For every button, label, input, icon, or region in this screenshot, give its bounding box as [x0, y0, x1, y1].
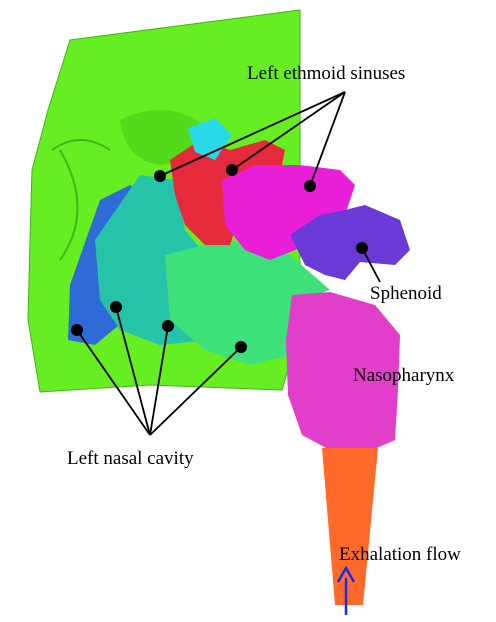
nasal-cavity-marker: [110, 301, 122, 313]
ethmoid-sinuses-label: Left ethmoid sinuses: [247, 64, 405, 83]
sphenoid-label: Sphenoid: [370, 284, 442, 303]
sphenoid-marker: [356, 242, 368, 254]
trachea-orange: [322, 448, 378, 605]
nasal-cavity-label: Left nasal cavity: [67, 449, 194, 468]
nasal-cavity-marker: [71, 324, 83, 336]
nasal-cavity-marker: [235, 341, 247, 353]
nasopharynx-label: Nasopharynx: [353, 366, 454, 385]
exhalation-flow-label: Exhalation flow: [339, 545, 461, 564]
nasal-cavity-marker: [162, 320, 174, 332]
ethmoid-marker: [226, 164, 238, 176]
ethmoid-marker: [154, 170, 166, 182]
ethmoid-marker: [304, 180, 316, 192]
